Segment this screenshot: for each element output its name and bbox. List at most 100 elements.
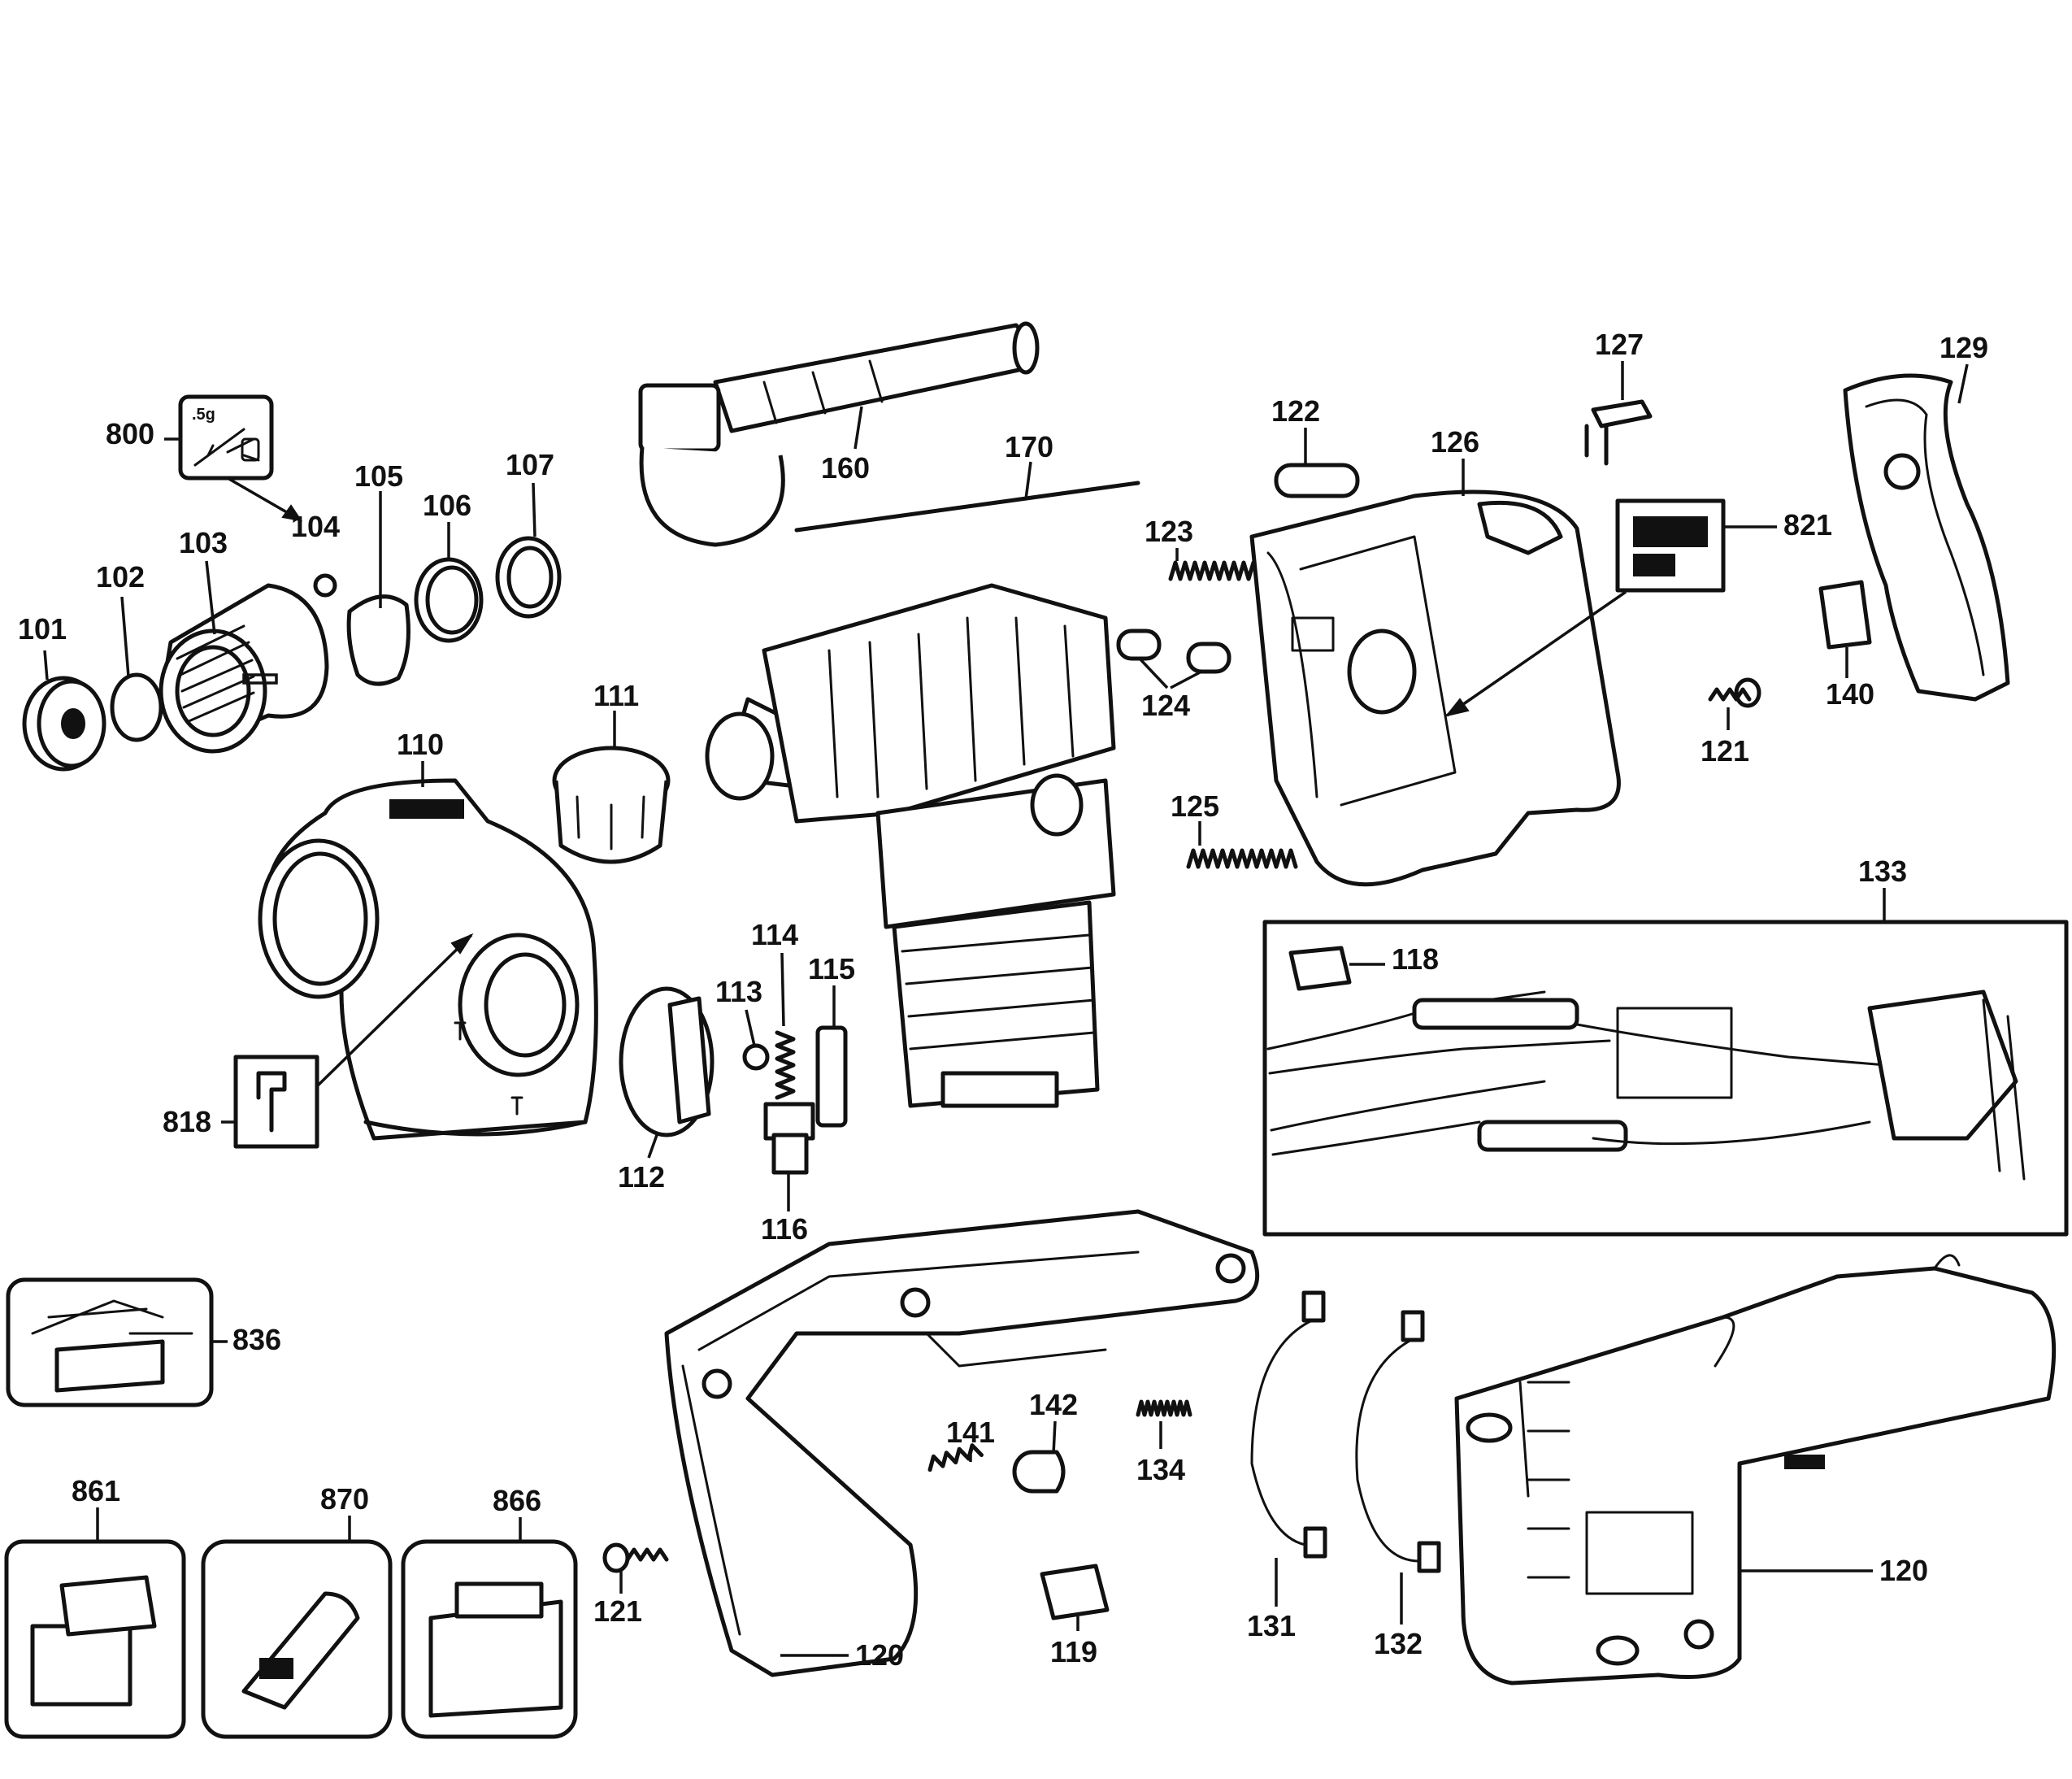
motor-assembly <box>705 583 1116 1108</box>
callout-105: 105 <box>354 459 403 493</box>
callout-120b: 120 <box>1879 1554 1928 1587</box>
callout-115: 115 <box>808 952 855 985</box>
leader-line-129 <box>1957 363 1969 404</box>
part-113 <box>742 1043 770 1071</box>
leader-line-124 <box>1138 657 1202 689</box>
part-101 <box>22 676 106 772</box>
part-821-label <box>1615 498 1726 593</box>
part-110-housing <box>258 778 598 1141</box>
callout-861: 861 <box>72 1474 120 1507</box>
callout-124: 124 <box>1141 689 1190 722</box>
leader-line-160 <box>854 406 863 450</box>
part-106 <box>414 557 484 643</box>
part-866 <box>401 1539 578 1739</box>
part-105 <box>346 594 410 686</box>
callout-112: 112 <box>618 1160 665 1194</box>
callout-114: 114 <box>751 918 798 951</box>
callout-125: 125 <box>1171 789 1219 823</box>
leader-line-170 <box>1024 461 1032 500</box>
callout-142: 142 <box>1029 1388 1078 1421</box>
part-134 <box>1136 1399 1192 1417</box>
callout-107: 107 <box>506 448 554 481</box>
callout-127: 127 <box>1595 328 1644 361</box>
callout-106: 106 <box>423 489 471 522</box>
callout-111: 111 <box>593 679 639 712</box>
callout-866: 866 <box>493 1484 541 1517</box>
leader-line-107 <box>532 482 536 537</box>
leader-line-101 <box>43 650 49 681</box>
callout-113: 113 <box>715 975 762 1008</box>
part-127 <box>1584 399 1653 466</box>
part-111 <box>552 746 671 864</box>
part-123 <box>1168 560 1271 581</box>
callout-101: 101 <box>18 612 67 646</box>
part-119 <box>1040 1564 1110 1620</box>
leader-line-113 <box>745 1009 756 1046</box>
part-160-side-handle <box>638 321 1040 547</box>
callout-102: 102 <box>96 560 145 594</box>
part-132-wire <box>1355 1310 1441 1573</box>
callout-160: 160 <box>821 451 870 485</box>
part-125 <box>1186 848 1298 869</box>
part-107 <box>495 536 562 619</box>
callout-140: 140 <box>1826 677 1874 711</box>
part-116 <box>763 1102 815 1175</box>
leader-line-102 <box>120 596 130 677</box>
leader-line-114 <box>780 952 785 1027</box>
part-122 <box>1274 463 1360 498</box>
leader-line-142 <box>1052 1420 1057 1455</box>
callout-103: 103 <box>179 526 228 559</box>
callout-134: 134 <box>1136 1453 1185 1486</box>
leader-line-112 <box>647 1134 658 1159</box>
part-861 <box>4 1539 186 1739</box>
callout-800: 800 <box>106 417 154 450</box>
callout-821: 821 <box>1783 508 1832 542</box>
part-112 <box>619 986 715 1137</box>
part-120-housing-left <box>664 1209 1260 1677</box>
callout-836: 836 <box>232 1323 281 1356</box>
callout-131: 131 <box>1247 1609 1296 1642</box>
callout-818: 818 <box>163 1105 211 1138</box>
callout-122: 122 <box>1271 394 1320 428</box>
part-124 <box>1116 629 1231 674</box>
callout-118: 118 <box>1392 942 1439 976</box>
kit-weight-label: .5g <box>192 406 215 424</box>
callout-116: 116 <box>761 1212 808 1246</box>
callout-120a: 120 <box>855 1638 904 1672</box>
part-126-housing <box>1249 489 1627 887</box>
part-800-kit: .5g <box>178 394 303 522</box>
part-121-screw-b <box>602 1542 669 1573</box>
callout-126: 126 <box>1431 425 1479 459</box>
part-142 <box>1012 1450 1066 1494</box>
callout-110: 110 <box>397 728 444 761</box>
callout-132: 132 <box>1374 1627 1423 1660</box>
part-121-screw-a <box>1708 677 1761 708</box>
callout-123: 123 <box>1145 515 1193 548</box>
callout-121a: 121 <box>1701 734 1749 768</box>
part-129-handle <box>1843 373 2010 702</box>
part-120-housing-right <box>1454 1254 2057 1685</box>
part-836 <box>6 1277 214 1407</box>
callout-119: 119 <box>1050 1635 1097 1668</box>
part-104 <box>313 573 337 598</box>
callout-121b: 121 <box>593 1594 642 1628</box>
part-131-wire <box>1250 1290 1327 1559</box>
part-170 <box>794 481 1140 533</box>
part-870 <box>201 1539 393 1739</box>
part-818-label <box>233 1055 319 1149</box>
callout-129: 129 <box>1940 331 1988 364</box>
part-102 <box>110 672 163 742</box>
part-140 <box>1818 580 1872 650</box>
callout-170: 170 <box>1005 430 1053 463</box>
part-114 <box>775 1030 796 1100</box>
callout-133: 133 <box>1858 855 1907 888</box>
part-133-wiring-box <box>1262 920 2069 1237</box>
callout-141: 141 <box>946 1416 995 1449</box>
callout-labels: 800 101 102 103 104 105 106 107 110 111 112 113 114 1… <box>18 328 1988 1672</box>
callout-104: 104 <box>291 510 340 543</box>
leader-line-103 <box>205 560 216 635</box>
part-115 <box>815 1025 848 1128</box>
callout-870: 870 <box>320 1482 369 1516</box>
